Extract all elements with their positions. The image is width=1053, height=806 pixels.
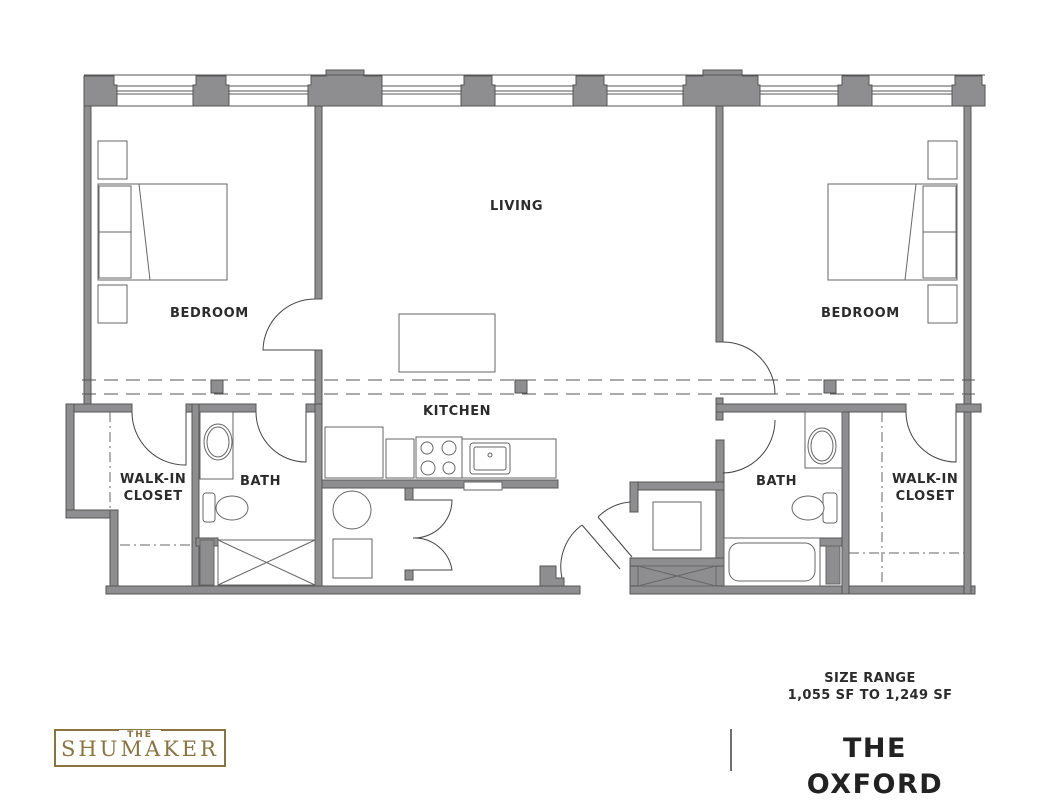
- logo-name: SHUMAKER: [61, 737, 219, 761]
- room-label-living: LIVING: [490, 199, 544, 214]
- kitchen-counter: [324, 426, 557, 491]
- closet-left-line2: CLOSET: [123, 489, 183, 504]
- left-bath-fixtures: [199, 411, 316, 586]
- unit-name: THE OXFORD: [806, 733, 944, 800]
- room-label-bedroom-left: BEDROOM: [170, 306, 249, 321]
- logo-the: THE: [119, 730, 161, 740]
- kitchen-island: [398, 313, 496, 373]
- footer-divider: [730, 729, 732, 771]
- exterior-wall-top: [83, 69, 986, 107]
- closet-right-line2: CLOSET: [895, 489, 955, 504]
- size-range-value: 1,055 SF TO 1,249 SF: [787, 688, 953, 703]
- size-range-title: SIZE RANGE: [824, 671, 916, 686]
- room-label-bedroom-right: BEDROOM: [821, 306, 900, 321]
- room-label-bath-right: BATH: [756, 474, 798, 489]
- room-label-closet-right: WALK-IN CLOSET: [892, 471, 958, 505]
- beam-lines: [82, 379, 975, 395]
- door-swings: [131, 298, 957, 579]
- left-bedroom-furniture: [97, 140, 228, 324]
- room-label-closet-left: WALK-IN CLOSET: [120, 471, 186, 505]
- closet-left-line1: WALK-IN: [120, 472, 187, 487]
- interior-walls: [65, 105, 982, 595]
- right-bedroom-furniture: [827, 140, 958, 324]
- closet-right-line1: WALK-IN: [892, 472, 959, 487]
- right-bath-fixtures: [637, 411, 843, 587]
- room-label-bath-left: BATH: [240, 474, 282, 489]
- room-label-kitchen: KITCHEN: [423, 404, 492, 419]
- windows: [116, 85, 953, 107]
- size-range: SIZE RANGE 1,055 SF TO 1,249 SF: [770, 670, 970, 704]
- brand-logo: THE SHUMAKER: [54, 729, 226, 767]
- laundry: [332, 490, 702, 579]
- closet-shelves: [109, 412, 964, 586]
